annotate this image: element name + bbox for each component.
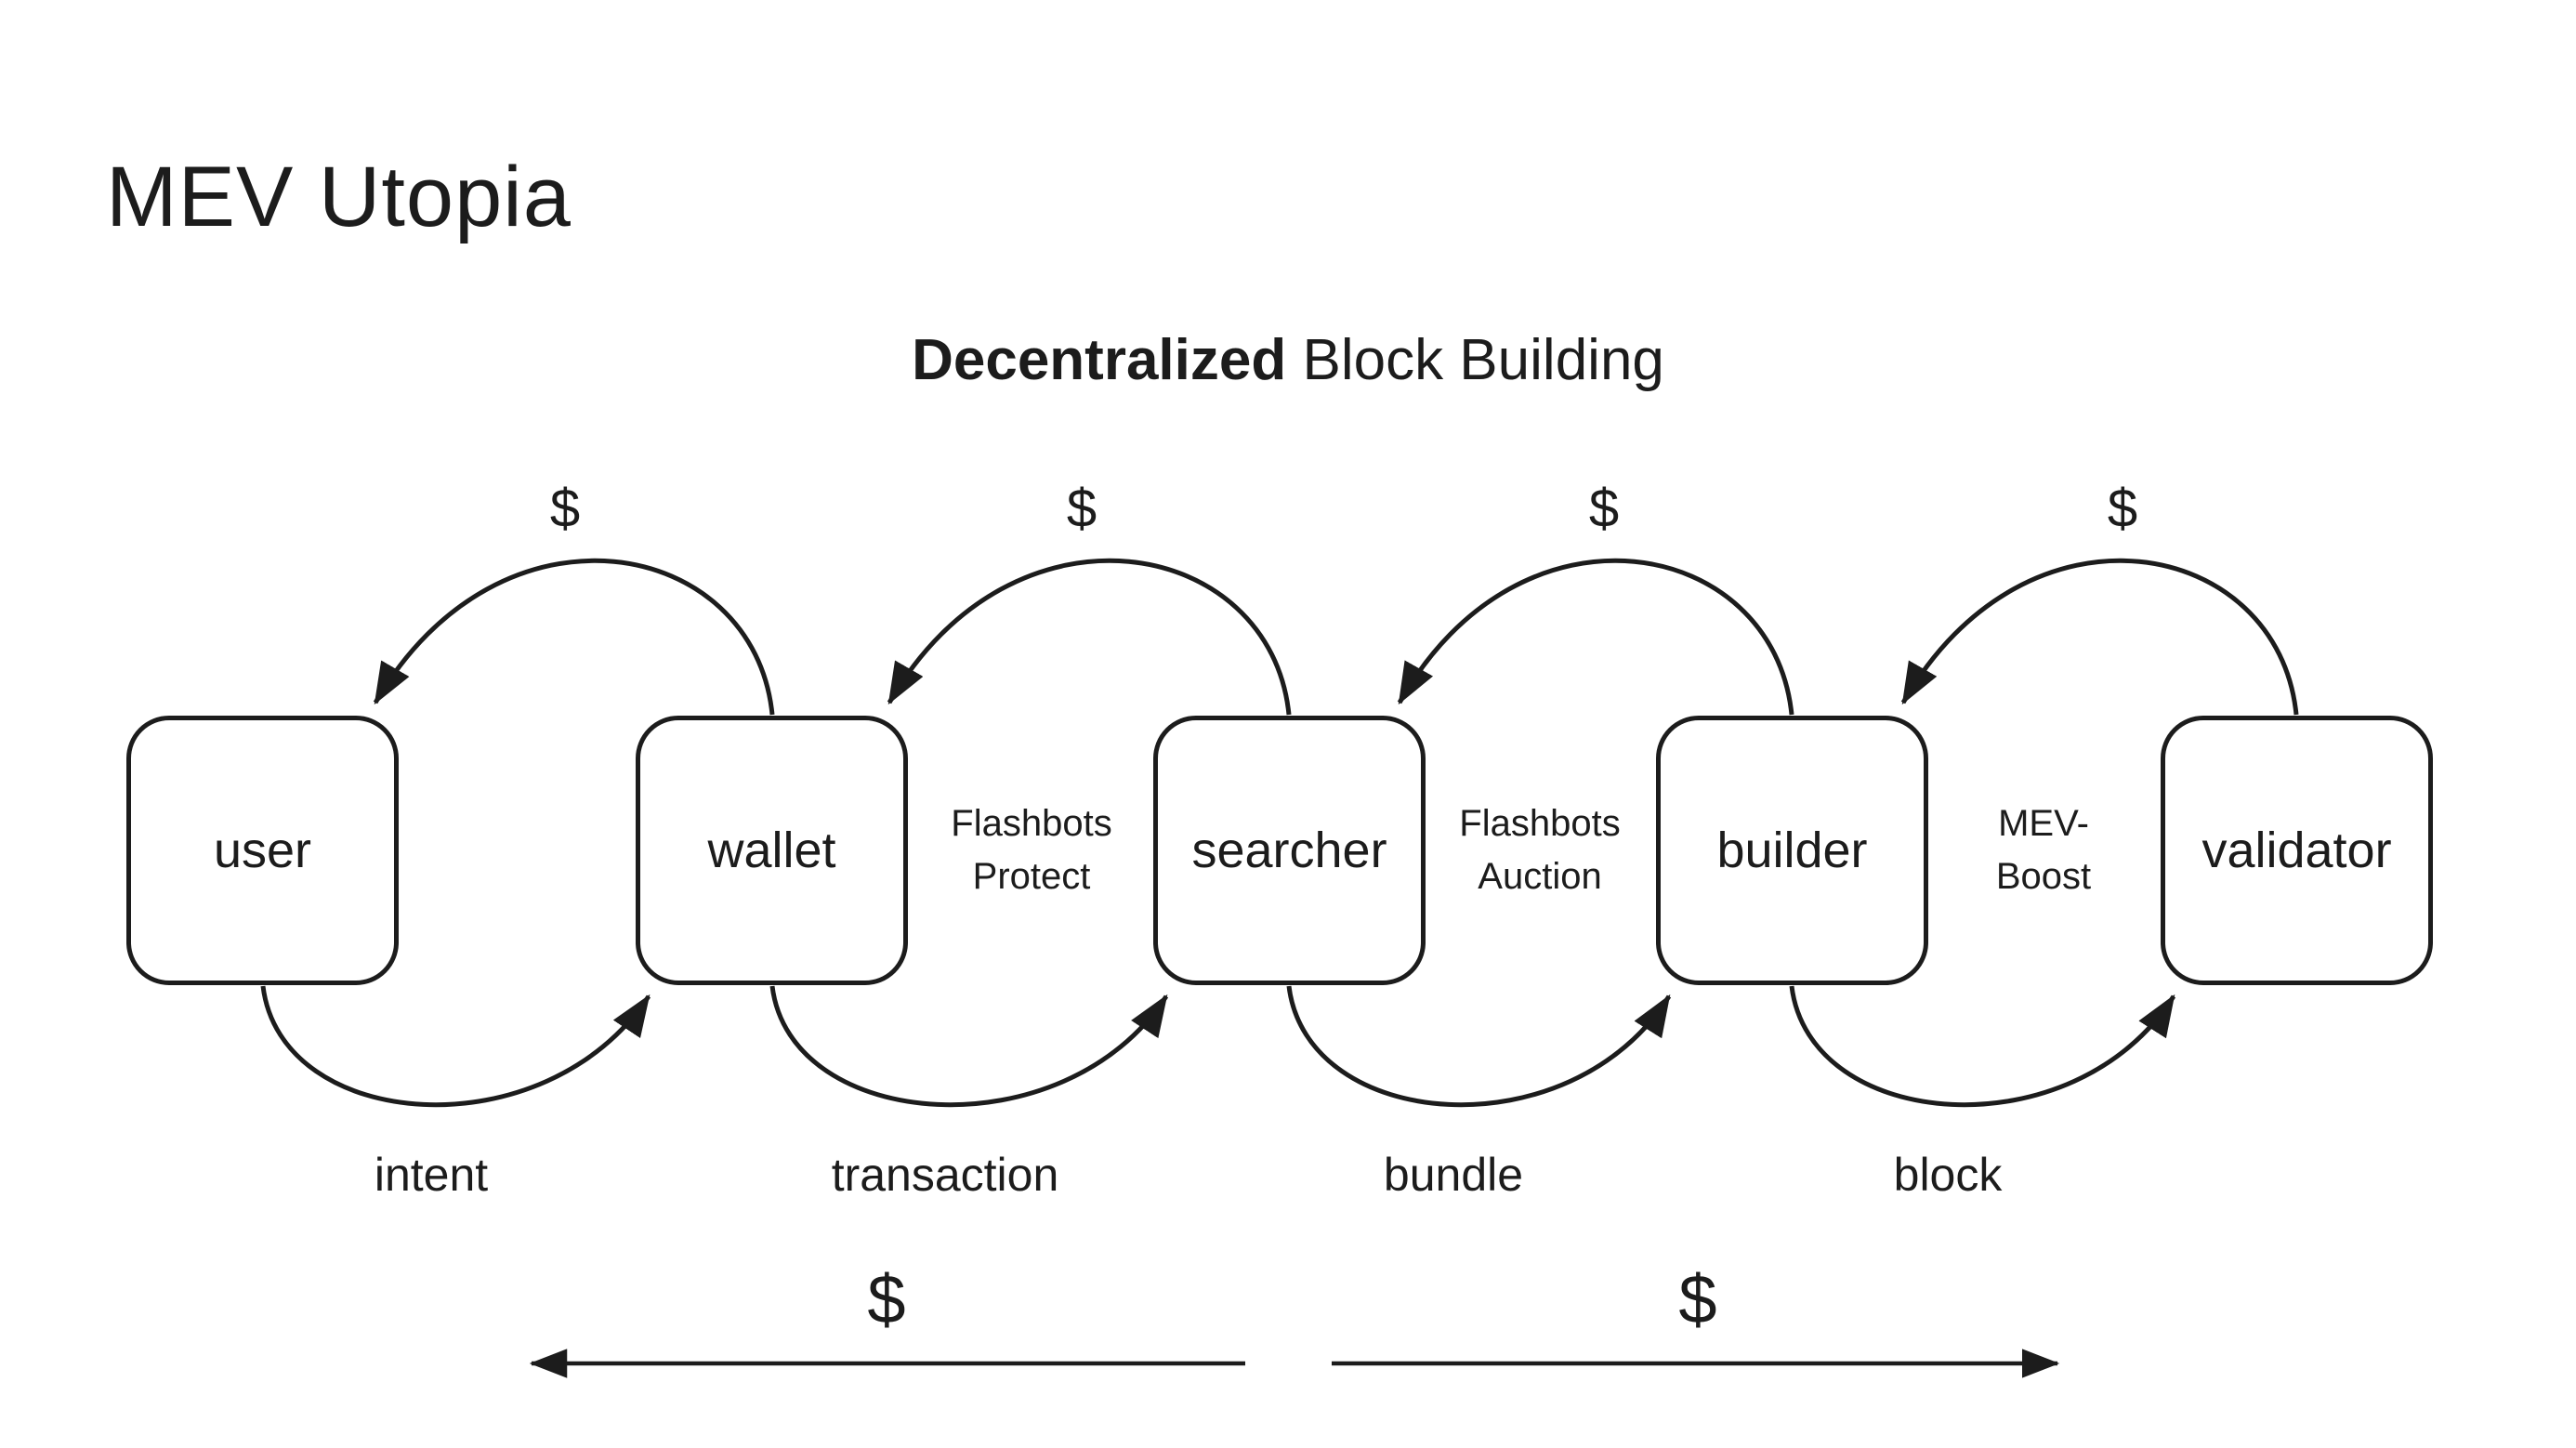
gap-label-flashbots-protect: Flashbots Protect — [951, 797, 1111, 903]
dollar-label-top-3: $ — [1588, 478, 1620, 539]
gap-label-line: Flashbots — [951, 803, 1112, 844]
node-searcher-label: searcher — [1191, 823, 1387, 878]
node-validator: validator — [2161, 716, 2433, 985]
bundle-arc-searcher-to-builder — [1286, 985, 1672, 1108]
gap-label-line: Protect — [972, 856, 1091, 897]
gap-label-flashbots-auction: Flashbots Auction — [1459, 797, 1620, 903]
node-wallet: wallet — [636, 716, 908, 985]
node-user: user — [126, 716, 399, 985]
dollar-label-top-4: $ — [2107, 478, 2138, 539]
gap-label-line: Auction — [1478, 856, 1602, 897]
payment-arc-wallet-to-user — [373, 558, 775, 716]
diagram-subtitle: Decentralized Block Building — [0, 327, 2576, 393]
node-searcher: searcher — [1153, 716, 1426, 985]
block-arc-builder-to-validator — [1789, 985, 2176, 1108]
node-builder-label: builder — [1716, 823, 1868, 878]
flow-label-transaction: transaction — [831, 1149, 1059, 1201]
subtitle-rest: Block Building — [1302, 328, 1664, 392]
dollar-label-bottom-right: $ — [1678, 1260, 1717, 1338]
gap-label-mev-boost: MEV- Boost — [1996, 797, 2091, 903]
intent-arc-user-to-wallet — [260, 985, 651, 1108]
dollar-label-top-2: $ — [1066, 478, 1097, 539]
gap-label-line: Flashbots — [1459, 803, 1621, 844]
flow-label-bundle: bundle — [1383, 1149, 1524, 1201]
subtitle-bold-word: Decentralized — [912, 328, 1287, 392]
gap-label-line: Boost — [1995, 856, 2092, 897]
gap-label-line: MEV- — [1998, 803, 2089, 844]
transaction-arc-wallet-to-searcher — [769, 985, 1169, 1108]
flow-label-intent: intent — [374, 1149, 489, 1201]
payment-arc-searcher-to-wallet — [887, 558, 1292, 716]
dollar-label-top-1: $ — [549, 478, 581, 539]
node-user-label: user — [213, 823, 312, 878]
payment-arc-validator-to-builder — [1900, 558, 2299, 716]
node-wallet-label: wallet — [707, 823, 836, 878]
payment-arc-builder-to-searcher — [1397, 558, 1794, 716]
flow-label-block: block — [1893, 1149, 2003, 1201]
node-builder: builder — [1656, 716, 1928, 985]
dollar-label-bottom-left: $ — [867, 1260, 906, 1338]
node-validator-label: validator — [2201, 823, 2392, 878]
page-title: MEV Utopia — [106, 150, 572, 244]
